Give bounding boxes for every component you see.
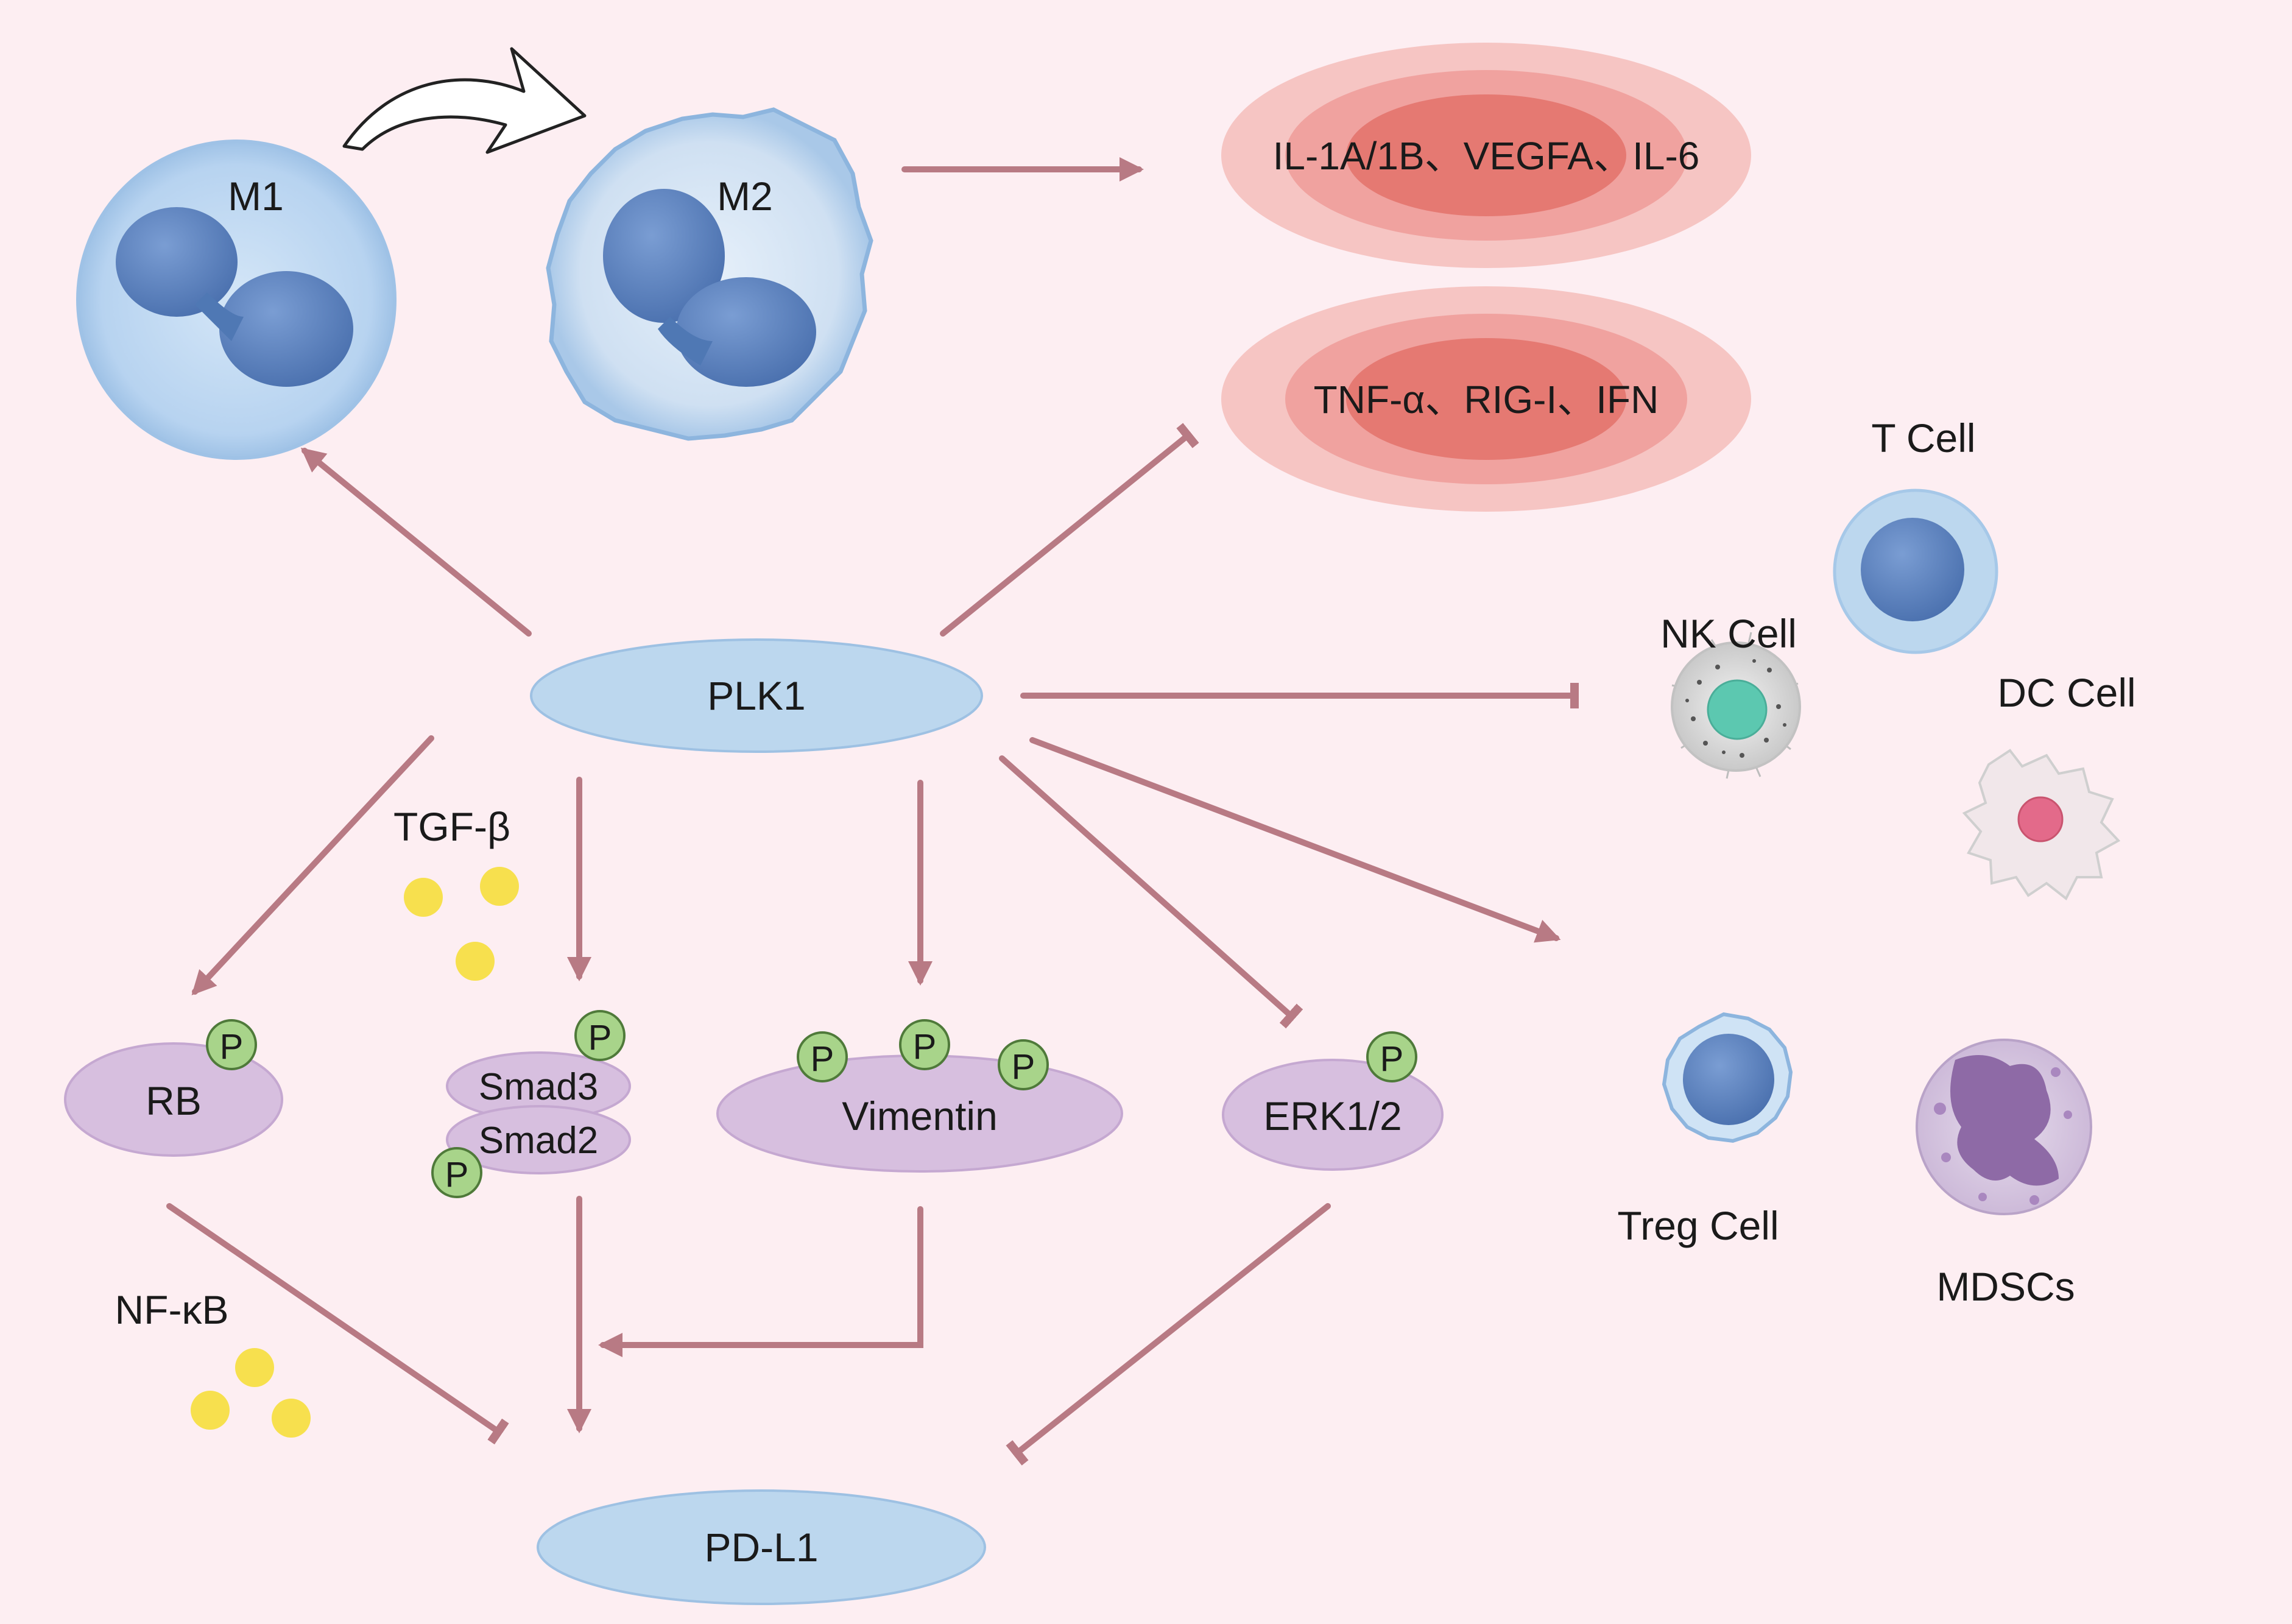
svg-text:P: P: [445, 1155, 469, 1195]
svg-text:P: P: [588, 1018, 612, 1057]
arrow-plk1-to-m1: [300, 447, 532, 637]
treg-cell-nucleus: [1683, 1034, 1774, 1125]
vimentin-node: Vimentin P P P: [716, 1019, 1123, 1173]
inhibit-plk1-to-cytokines: [940, 423, 1199, 637]
svg-text:P: P: [913, 1027, 937, 1067]
m2-macrophage: M2: [546, 107, 873, 441]
rb-node: RB P: [64, 1019, 283, 1157]
dc-cell-nucleus: [2017, 796, 2064, 842]
tgf-beta-particle: [480, 867, 519, 906]
treg-cell-label: Treg Cell: [1617, 1203, 1779, 1248]
smad2-label: Smad2: [479, 1120, 598, 1162]
nf-kb-particle: [235, 1348, 274, 1387]
nk-cell-nucleus: [1707, 679, 1768, 740]
nk-cell: NK Cell: [1660, 611, 1801, 779]
mdsc-nucleus: [1950, 1055, 2059, 1186]
dc-cell-label: DC Cell: [1997, 670, 2135, 715]
nf-kb-particle: [272, 1399, 311, 1438]
m1-nucleus-lobe-1: [116, 207, 238, 317]
inhibit-rb-to-pdl1: [166, 1203, 509, 1445]
smad-complex: Smad3 Smad2 P P: [431, 1010, 631, 1198]
smad3-phospho: P: [574, 1010, 626, 1061]
svg-text:P: P: [1380, 1039, 1404, 1079]
cytokine-inhibited-label: TNF-α、RIG-I、IFN: [1314, 378, 1659, 422]
nk-cell-label: NK Cell: [1660, 611, 1797, 656]
arrow-vimentin-to-pdl1: [598, 1206, 923, 1357]
m1-macrophage: M1: [76, 139, 397, 460]
plk1-node: PLK1: [530, 638, 983, 753]
smad2-node: [446, 1105, 631, 1174]
arrow-plk1-to-rb: [191, 735, 434, 995]
tgf-beta-label: TGF-β: [393, 804, 510, 849]
m2-nucleus-lobe-1: [603, 189, 725, 323]
vimentin-phospho-2: P: [899, 1019, 950, 1070]
cytokine-promoted-label: IL-1A/1B、VEGFA、IL-6: [1273, 134, 1700, 178]
svg-text:P: P: [811, 1039, 834, 1079]
cytokine-inhibited-group: TNF-α、RIG-I、IFN: [1221, 286, 1751, 512]
t-cell-nucleus: [1861, 518, 1964, 621]
tgf-beta-particle: [404, 878, 443, 917]
mdsc-cell: MDSCs: [1916, 1039, 2092, 1309]
nf-kb-factor: NF-κB: [115, 1287, 311, 1438]
pdl1-label: PD-L1: [704, 1525, 818, 1570]
erk-phospho: P: [1366, 1031, 1417, 1082]
nf-kb-particle: [191, 1391, 230, 1430]
m2-label: M2: [717, 174, 773, 219]
smad2-phospho: P: [431, 1147, 482, 1198]
inhibit-erk-to-pdl1: [1006, 1203, 1331, 1466]
pdl1-node: PD-L1: [537, 1489, 986, 1605]
inhibit-plk1-to-erk: [999, 755, 1303, 1029]
erk-label: ERK1/2: [1263, 1093, 1402, 1139]
vimentin-label: Vimentin: [842, 1093, 998, 1139]
dc-cell: DC Cell: [1962, 670, 2136, 901]
svg-text:P: P: [220, 1027, 244, 1067]
t-cell-label: T Cell: [1871, 415, 1975, 461]
erk-node: ERK1/2 P: [1222, 1031, 1444, 1171]
m1-nucleus-lobe-2: [219, 271, 353, 387]
plk1-label: PLK1: [707, 673, 805, 718]
tgf-beta-factor: TGF-β: [393, 804, 519, 981]
nf-kb-label: NF-κB: [115, 1287, 229, 1332]
rb-label: RB: [146, 1078, 202, 1123]
polarization-arrow: [342, 47, 587, 154]
m1-label: M1: [228, 174, 284, 219]
arrow-plk1-to-treg-mdsc: [1029, 737, 1561, 943]
vimentin-phospho-3: P: [998, 1039, 1049, 1090]
t-cell: T Cell: [1833, 415, 1998, 654]
svg-text:P: P: [1012, 1047, 1035, 1087]
smad3-label: Smad3: [479, 1066, 598, 1108]
m2-nucleus-lobe-2: [676, 277, 816, 387]
vimentin-phospho-1: P: [797, 1031, 848, 1082]
treg-cell: Treg Cell: [1617, 1012, 1793, 1248]
rb-phospho: P: [206, 1019, 257, 1070]
tgf-beta-particle: [456, 942, 495, 981]
mdsc-label: MDSCs: [1936, 1264, 2075, 1309]
cytokine-promoted-group: IL-1A/1B、VEGFA、IL-6: [1221, 43, 1751, 268]
